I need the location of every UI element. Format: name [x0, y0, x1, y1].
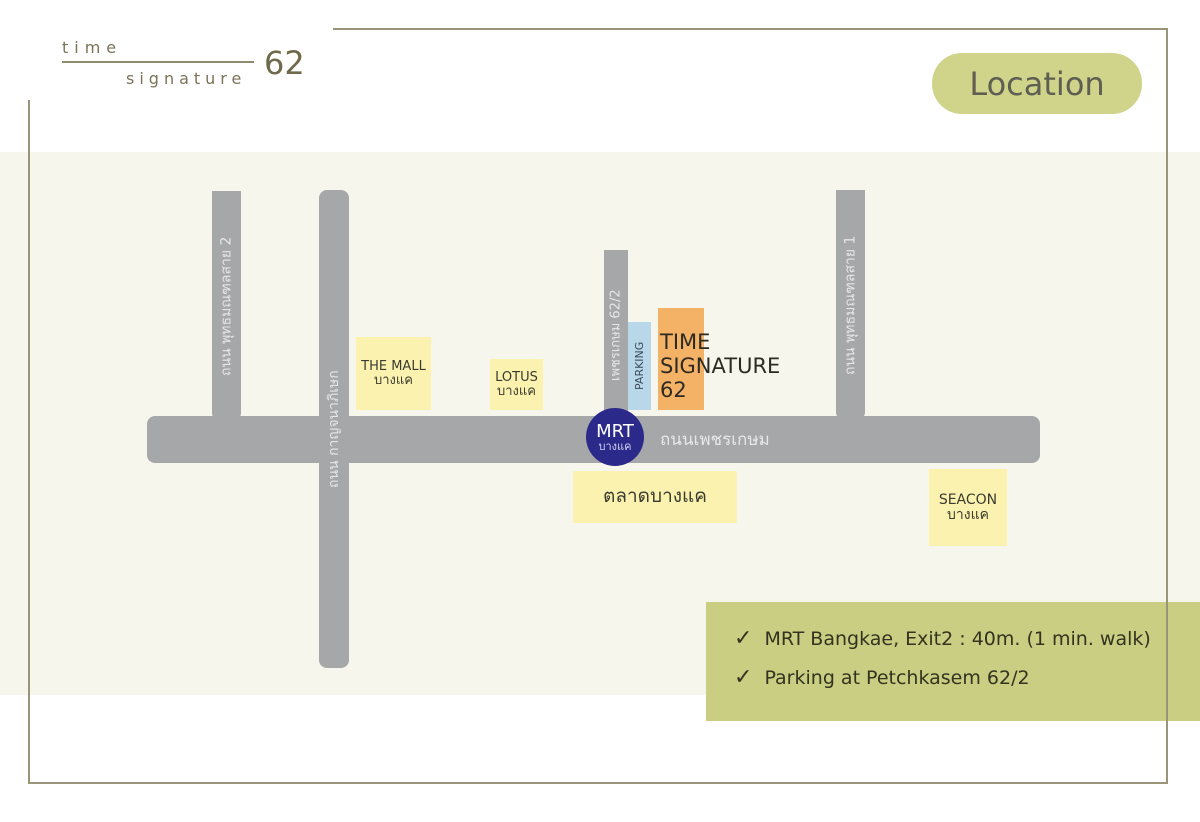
- check-icon: ✓: [734, 626, 753, 651]
- label-line: SIGNATURE: [660, 354, 781, 378]
- road-soi-petchkasem-62-2: เพชรเกษม 62/2: [604, 250, 628, 420]
- place-lotus: LOTUS บางแค: [490, 359, 543, 410]
- place-name: LOTUS: [495, 369, 538, 385]
- mrt-station-marker: MRT บางแค: [586, 408, 644, 466]
- place-sub: บางแค: [497, 383, 536, 399]
- label-line: TIME: [660, 330, 711, 354]
- road-phutthamonthon-2: ถนน พุทธมณฑลสาย 2: [212, 191, 241, 421]
- logo-divider: [62, 61, 254, 63]
- logo-number: 62: [264, 44, 305, 82]
- place-parking: PARKING: [628, 322, 651, 410]
- road-label-phutthamonthon-2: ถนน พุทธมณฑลสาย 2: [218, 236, 235, 376]
- frame-border-top: [333, 28, 1168, 30]
- place-sub: บางแค: [374, 372, 413, 388]
- frame-border-bottom: [28, 782, 1168, 784]
- label-line: 62: [660, 378, 687, 402]
- info-item: ✓ Parking at Petchkasem 62/2: [734, 665, 1030, 690]
- place-name: THE MALL: [361, 358, 426, 374]
- check-icon: ✓: [734, 665, 753, 690]
- info-text: MRT Bangkae, Exit2 : 40m. (1 min. walk): [764, 627, 1151, 650]
- place-time-signature-label: TIME SIGNATURE 62: [660, 330, 780, 402]
- mrt-sub: บางแค: [598, 439, 632, 453]
- road-label-petchkasem: ถนนเพชรเกษม: [660, 430, 770, 450]
- frame-border-left: [28, 100, 30, 784]
- place-bangkae-market: ตลาดบางแค: [573, 471, 737, 523]
- place-name: SEACON: [938, 491, 998, 508]
- place-the-mall: THE MALL บางแค: [356, 337, 431, 410]
- road-label-soi-petchkasem: เพชรเกษม 62/2: [608, 289, 624, 381]
- info-item: ✓ MRT Bangkae, Exit2 : 40m. (1 min. walk…: [734, 626, 1151, 651]
- mrt-name: MRT: [596, 420, 634, 442]
- logo-signature: signature: [126, 69, 247, 88]
- parking-label: PARKING: [633, 341, 646, 391]
- frame-border-right: [1166, 28, 1168, 784]
- road-phutthamonthon-1: ถนน พุทธมณฑลสาย 1: [836, 190, 865, 420]
- info-box: ✓ MRT Bangkae, Exit2 : 40m. (1 min. walk…: [706, 602, 1200, 721]
- info-text: Parking at Petchkasem 62/2: [764, 666, 1030, 689]
- road-kanchanaphisek: ถนน กาญจนาภิเษก: [319, 190, 349, 668]
- place-seacon: SEACON บางแค: [929, 469, 1007, 546]
- road-label-phutthamonthon-1: ถนน พุทธมณฑลสาย 1: [842, 235, 859, 375]
- place-name: ตลาดบางแค: [603, 485, 707, 508]
- logo-time: time: [62, 38, 123, 57]
- page-title: Location: [932, 53, 1142, 114]
- road-label-kanchanaphisek: ถนน กาญจนาภิเษก: [326, 370, 342, 488]
- place-sub: บางแค: [947, 506, 989, 523]
- place-time-signature-building: [658, 308, 704, 410]
